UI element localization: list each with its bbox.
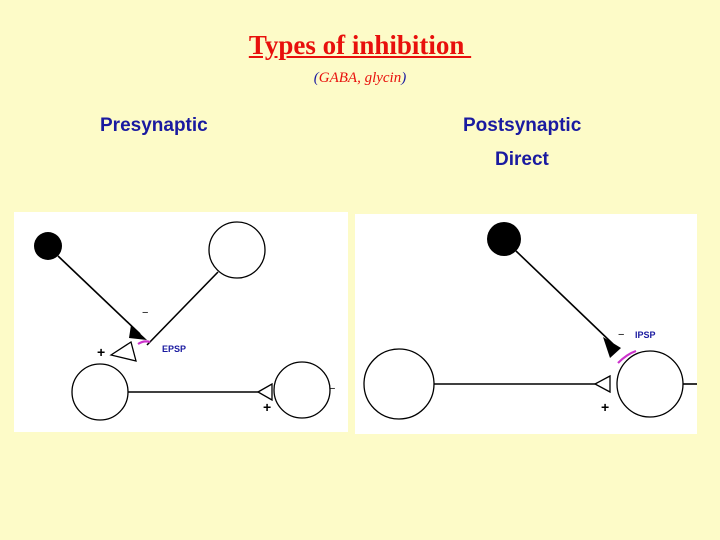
slide-subtitle: (GABA, glycin) bbox=[0, 70, 720, 87]
inhibitory-terminal bbox=[129, 325, 147, 340]
plus-sign-target: + bbox=[263, 399, 271, 415]
slide-title: Types of inhibition bbox=[0, 30, 720, 61]
subtitle-close-paren: ) bbox=[401, 70, 406, 86]
subtitle-text: GABA, glycin bbox=[319, 70, 401, 86]
inhibitory-axon bbox=[58, 256, 140, 334]
excitatory-axon bbox=[147, 272, 218, 345]
heading-presynaptic: Presynaptic bbox=[100, 115, 208, 137]
ipsp-label: IPSP bbox=[635, 330, 656, 340]
minus-sign: − bbox=[618, 329, 624, 341]
excitatory-neuron-soma bbox=[209, 222, 265, 278]
postsynaptic-diagram-panel: − IPSP + bbox=[355, 214, 697, 434]
target-neuron-soma bbox=[274, 362, 330, 418]
presynaptic-diagram: − + EPSP + − bbox=[14, 212, 348, 432]
postsynaptic-neuron-soma bbox=[72, 364, 128, 420]
postsynaptic-neuron-soma bbox=[617, 351, 683, 417]
heading-direct: Direct bbox=[495, 149, 549, 171]
inhibitory-neuron-soma bbox=[34, 232, 62, 260]
minus-sign: − bbox=[142, 307, 148, 319]
epsp-label: EPSP bbox=[162, 344, 186, 354]
excitatory-terminal bbox=[111, 342, 136, 361]
presynaptic-neuron-soma bbox=[364, 349, 434, 419]
presynaptic-diagram-panel: − + EPSP + − bbox=[14, 212, 348, 432]
axon-terminal bbox=[258, 384, 272, 400]
excitatory-terminal bbox=[595, 376, 610, 392]
minus-sign-target: − bbox=[329, 383, 335, 395]
inhibitory-neuron-soma bbox=[487, 222, 521, 256]
heading-postsynaptic: Postsynaptic bbox=[463, 115, 581, 137]
inhibitory-axon bbox=[516, 251, 613, 344]
plus-sign: + bbox=[601, 399, 609, 415]
plus-sign: + bbox=[97, 344, 105, 360]
postsynaptic-diagram: − IPSP + bbox=[355, 214, 697, 434]
